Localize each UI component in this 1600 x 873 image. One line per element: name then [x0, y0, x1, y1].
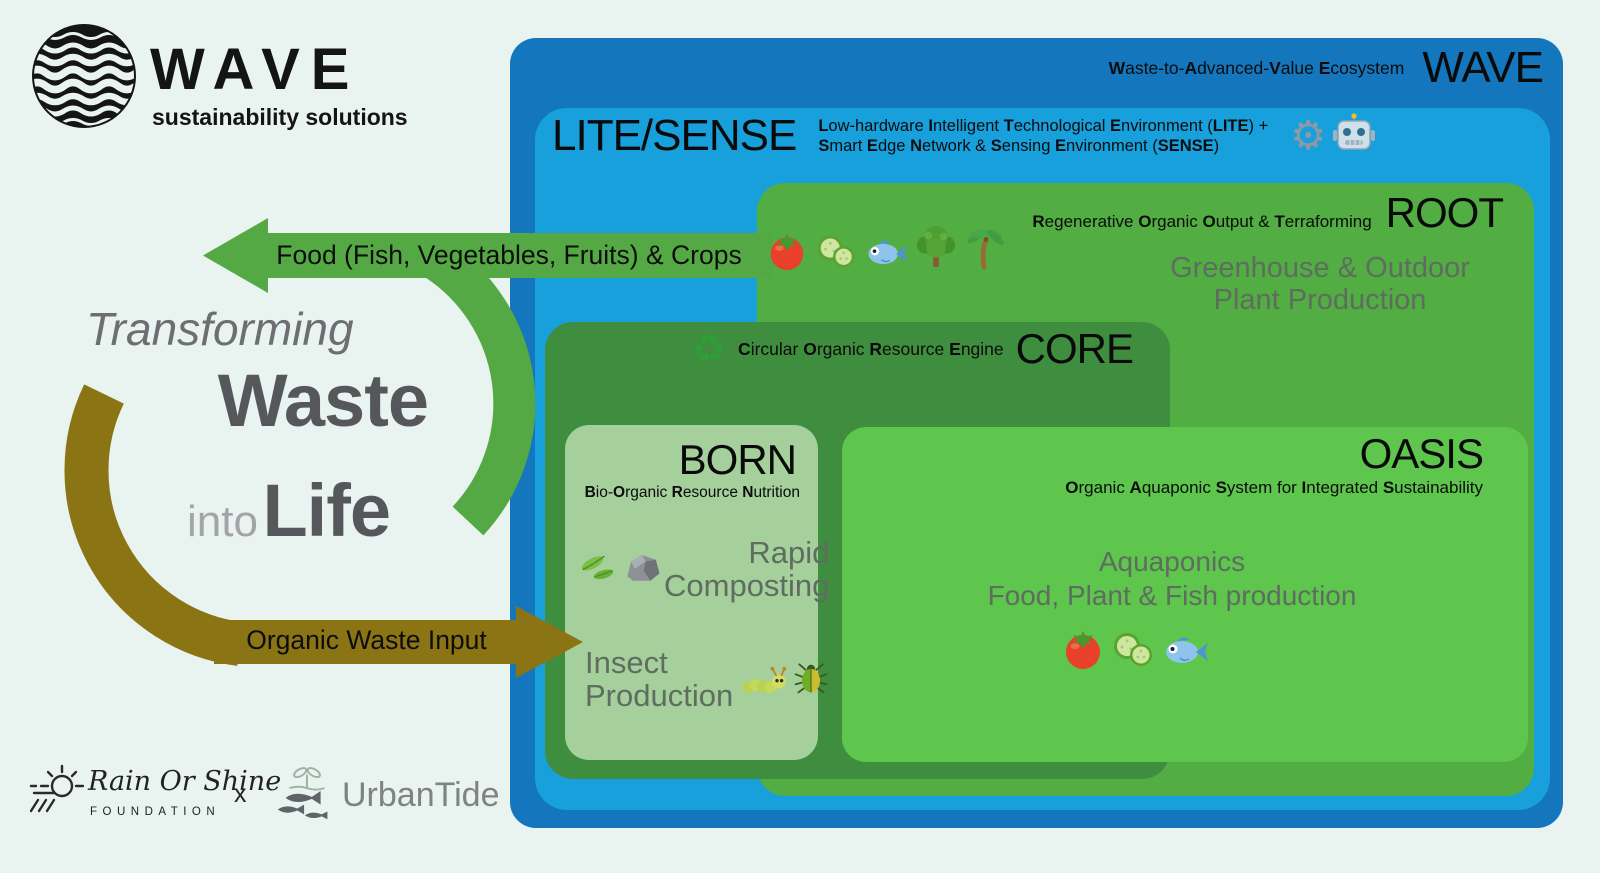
brand-wordmark: WAVE	[150, 37, 361, 102]
insect-label: Insect	[585, 645, 668, 680]
tomato-icon	[765, 228, 809, 277]
food-output-label: Food (Fish, Vegetables, Fruits) & Crops	[276, 240, 742, 270]
root-subtitle: Regenerative Organic Output & Terraformi…	[1032, 212, 1372, 231]
oasis-produce-icons	[842, 625, 1428, 676]
rock-icon	[622, 548, 664, 591]
rapid-composting-item: Rapid Composting	[579, 536, 829, 602]
lite-desc-line2: Smart Edge Network & Sensing Environment…	[818, 136, 1220, 155]
fish-icon	[863, 234, 909, 277]
cucumber-icon	[1110, 625, 1156, 676]
insect-production-item: Insect Production	[585, 645, 828, 713]
core-header: ♻ Circular Organic Resource Engine CORE	[691, 325, 1134, 372]
plant-production-label: Plant Production	[1213, 284, 1427, 317]
gear-icon: ⚙	[1290, 112, 1327, 159]
fish-icon	[1160, 631, 1210, 676]
tree-icon	[914, 224, 958, 277]
core-title: CORE	[1015, 325, 1134, 372]
root-caption: Greenhouse & Outdoor Plant Production	[1165, 252, 1475, 317]
caterpillar-icon	[741, 657, 789, 702]
rapid-label: Rapid	[748, 535, 830, 570]
root-header: Regenerative Organic Output & Terraformi…	[1032, 189, 1504, 236]
composting-label: Composting	[664, 567, 830, 603]
partner-separator: x	[234, 780, 247, 808]
oasis-subtitle: Organic Aquaponic System for Integrated …	[1065, 478, 1483, 497]
lite-desc-line1: Low-hardware Intelligent Technological E…	[818, 116, 1269, 135]
rain-or-shine-sun-icon	[26, 760, 88, 823]
born-subtitle: Bio-Organic Resource Nutrition	[584, 484, 800, 501]
tomato-icon	[1060, 625, 1106, 676]
production-label: Production	[585, 677, 734, 713]
lite-sense-description: Low-hardware Intelligent Technological E…	[818, 116, 1268, 156]
wave-header: Waste-to-Advanced-Value Ecosystem WAVE	[1108, 43, 1544, 92]
born-title: BORN	[678, 436, 797, 483]
lite-sense-header: LITE/SENSE Low-hardware Intelligent Tech…	[552, 112, 1376, 159]
oasis-caption: Aquaponics Food, Plant & Fish production	[876, 545, 1468, 612]
aquaponics-detail-label: Food, Plant & Fish production	[987, 579, 1357, 611]
wave-title: WAVE	[1422, 43, 1544, 92]
headline-into: into	[187, 497, 258, 546]
brand-tagline: sustainability solutions	[152, 104, 408, 130]
robot-icon	[1332, 112, 1376, 159]
greenhouse-label: Greenhouse & Outdoor	[1170, 252, 1470, 284]
headline-waste: Waste	[217, 359, 429, 442]
wave-subtitle: Waste-to-Advanced-Value Ecosystem	[1108, 57, 1405, 78]
root-title: ROOT	[1385, 189, 1504, 236]
lite-sense-title: LITE/SENSE	[552, 110, 797, 160]
aquaponics-label: Aquaponics	[1098, 546, 1246, 577]
born-box: BORN Bio-Organic Resource Nutrition	[565, 425, 829, 760]
headline-life: Life	[262, 469, 391, 552]
rain-or-shine-foundation-label: FOUNDATION	[90, 806, 221, 818]
oasis-title: OASIS	[1359, 430, 1484, 477]
headline-transforming: Transforming	[86, 303, 354, 355]
leaf-icon	[579, 548, 619, 591]
core-subtitle: Circular Organic Resource Engine	[738, 338, 1004, 359]
headline-into-life: into Life	[0, 468, 391, 553]
rain-or-shine-name: Rain Or Shine	[88, 766, 282, 797]
oasis-box: OASIS Organic Aquaponic System for Integ…	[842, 427, 1528, 762]
urbantide-fish-icon	[272, 762, 342, 829]
food-output-icons	[765, 224, 1007, 277]
beetle-icon	[792, 657, 830, 702]
wave-sphere-logo-icon	[28, 20, 140, 137]
cucumber-icon	[814, 228, 858, 277]
waste-input-label: Organic Waste Input	[246, 625, 487, 655]
recycle-icon: ♻	[691, 327, 727, 371]
urbantide-name: UrbanTide	[342, 776, 500, 814]
palm-icon	[963, 224, 1007, 277]
